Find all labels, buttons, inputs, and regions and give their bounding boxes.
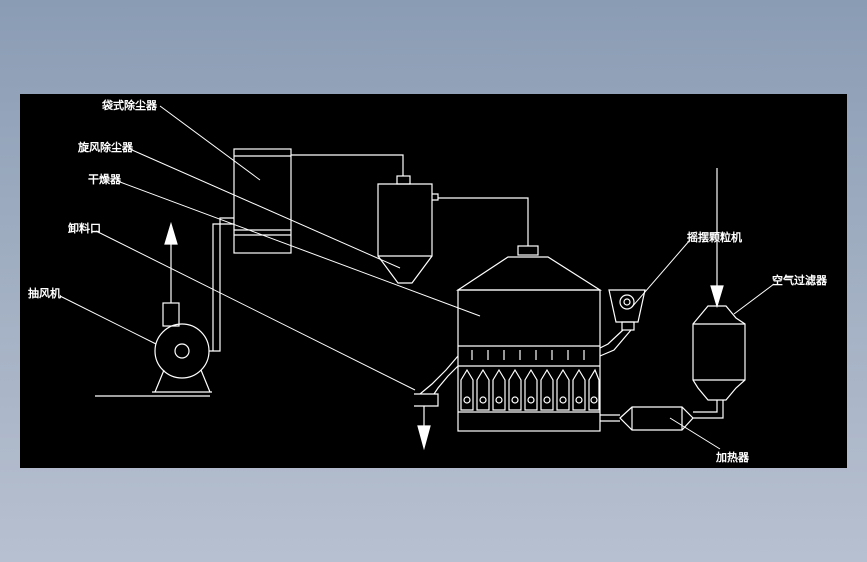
label-dryer: 干燥器 [88,172,122,186]
air-inlet [710,168,724,309]
process-flow-diagram: 袋式除尘器 旋风除尘器 干燥器 卸料口 抽风机 摇摆颗粒机 空气过滤器 加热器 [28,98,828,464]
dryer [456,245,603,432]
labels: 袋式除尘器 旋风除尘器 干燥器 卸料口 抽风机 摇摆颗粒机 空气过滤器 加热器 [28,98,828,464]
label-discharge-port: 卸料口 [68,221,101,235]
discharge-arrow-icon [417,425,431,451]
dryer-nozzles [471,350,585,360]
cyclone-separator [377,175,439,284]
label-bag-filter: 袋式除尘器 [101,98,158,112]
duct-cyclone-dryer [438,197,529,246]
oscillating-granulator [599,289,646,357]
duct-bagfilter-cyclone [291,154,404,176]
duct-airfilter-heater [693,400,718,413]
fan-duct [209,217,234,352]
label-exhaust-fan: 抽风机 [28,286,61,300]
label-cyclone: 旋风除尘器 [77,140,134,154]
exhaust-arrow-icon [164,221,178,245]
label-air-filter: 空气过滤器 [772,273,828,287]
heater [619,406,694,431]
leader-lines [59,105,775,450]
discharge-port [414,355,459,451]
bag-filter [233,148,292,254]
label-granulator: 摇摆颗粒机 [687,230,742,244]
fan-duct-inner [212,223,234,351]
air-inlet-arrow-icon [710,285,724,309]
exhaust-fan [95,221,212,397]
duct-airfilter-heater-inner [693,400,724,419]
air-filter [692,305,746,401]
dryer-heating-tubes [460,368,600,411]
label-heater: 加热器 [715,450,750,464]
drawing-canvas: 袋式除尘器 旋风除尘器 干燥器 卸料口 抽风机 摇摆颗粒机 空气过滤器 加热器 [20,94,847,468]
duct-heater-dryer [600,414,620,422]
